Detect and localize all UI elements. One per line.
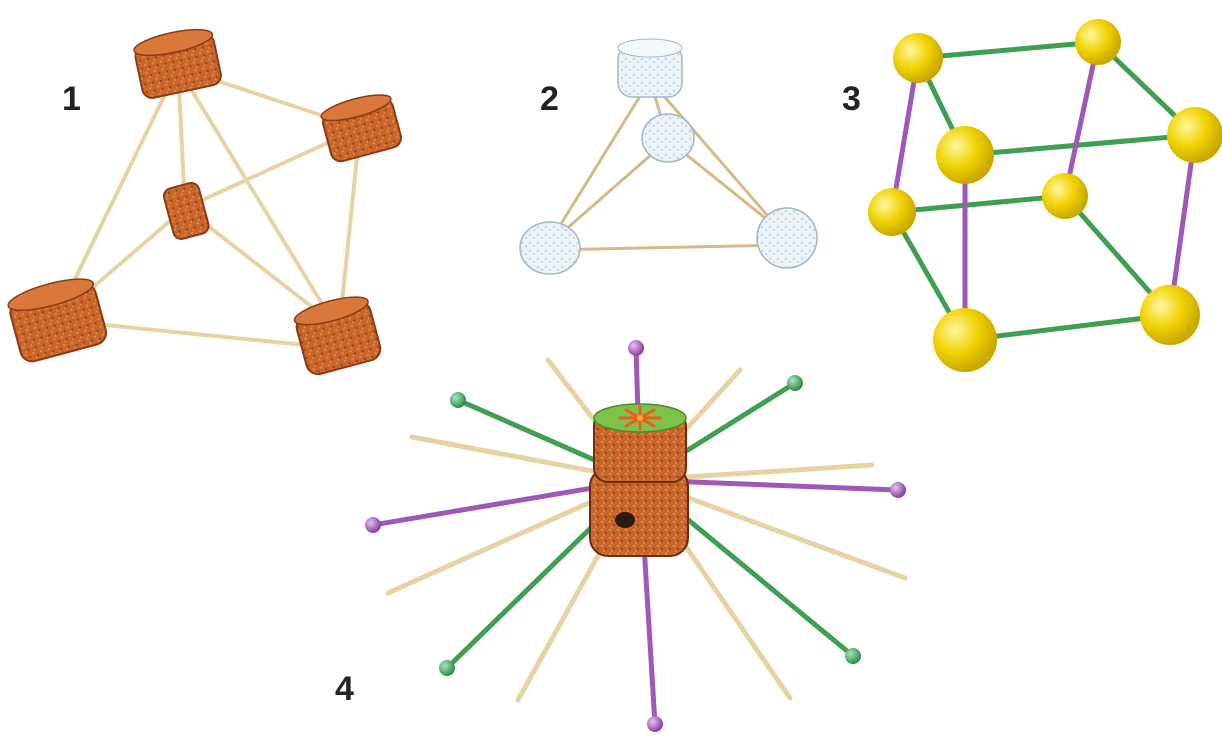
toothpicks-2 — [548, 80, 785, 250]
cork-top — [132, 24, 223, 99]
model-1-cork-pyramid — [5, 24, 403, 376]
model-label-4: 4 — [335, 672, 354, 706]
model-2-white-tetrahedron — [520, 39, 817, 274]
cork-right — [319, 90, 403, 164]
model-3-cube — [868, 19, 1222, 372]
white-ball-left — [520, 222, 580, 274]
central-cork-stack — [590, 404, 688, 556]
cork-bottom-left — [5, 273, 108, 364]
model-label-2: 2 — [540, 82, 559, 116]
white-ball-right — [757, 208, 817, 268]
model-label-1: 1 — [62, 82, 81, 116]
yellow-balls — [868, 19, 1222, 372]
model-label-3: 3 — [842, 82, 861, 116]
cork-center — [162, 181, 210, 241]
white-ball-top — [618, 39, 682, 97]
white-ball-middle — [642, 114, 694, 162]
model-4-radial-sticks — [365, 340, 906, 732]
